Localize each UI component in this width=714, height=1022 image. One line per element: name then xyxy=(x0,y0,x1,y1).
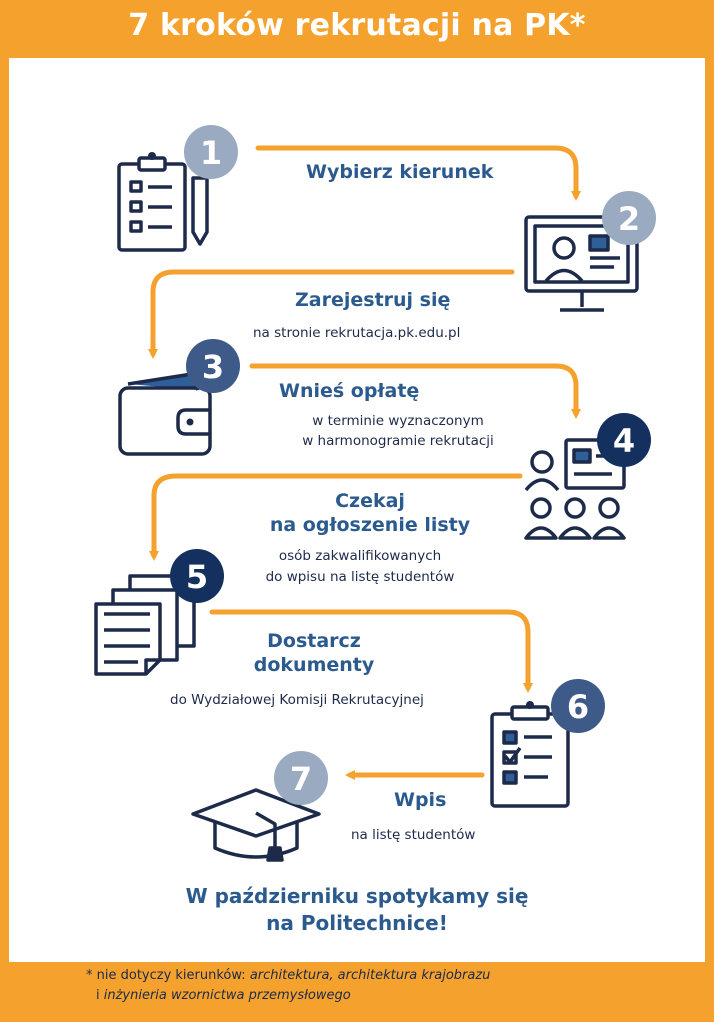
step-5-heading-line1: Dostarcz xyxy=(267,630,361,652)
step-badge-3: 3 xyxy=(186,339,240,393)
documents-icon xyxy=(94,574,196,676)
arrow-4-5 xyxy=(149,473,523,561)
step-1-heading: Wybierz kierunek xyxy=(306,161,494,183)
closing-line-2: na Politechnice! xyxy=(266,911,448,935)
wallet-icon xyxy=(118,372,212,456)
step-3-detail-line1: w terminie wyznaczonym xyxy=(312,413,484,429)
footnote-line-1: * nie dotyczy kierunków: architektura, a… xyxy=(86,966,686,986)
step-badge-7: 7 xyxy=(274,751,328,805)
footnote-item-1: architektura, architektura krajobrazu xyxy=(249,968,491,983)
step-badge-1: 1 xyxy=(184,125,238,179)
arrow-2-3 xyxy=(148,269,515,359)
footnote-item-2: inżynieria wzornictwa przemysłowego xyxy=(103,988,351,1003)
step-badge-5: 5 xyxy=(170,549,224,603)
checklist-icon xyxy=(490,701,570,808)
computer-user-icon xyxy=(524,215,639,312)
footnote-star: * nie dotyczy kierunków: xyxy=(86,968,250,983)
closing-line-1: W październiku spotykamy się xyxy=(185,884,529,908)
page-title: 7 kroków rekrutacji na PK* xyxy=(128,8,586,43)
step-4-detail-line2: do wpisu na listę studentów xyxy=(265,569,455,585)
arrow-1-2 xyxy=(255,145,581,201)
svg-text:7: 7 xyxy=(290,760,312,798)
step-3-detail-line2: w harmonogramie rekrutacji xyxy=(302,433,494,449)
footnote-conj: i xyxy=(96,988,104,1003)
step-3-heading: Wnieś opłatę xyxy=(279,380,420,402)
step-badge-6: 6 xyxy=(551,679,605,733)
step-4-detail-line1: osób zakwalifikowanych xyxy=(278,548,442,564)
svg-text:2: 2 xyxy=(618,200,640,238)
arrow-3-4 xyxy=(249,363,581,419)
step-2-detail: na stronie rekrutacja.pk.edu.pl xyxy=(253,325,461,341)
svg-text:6: 6 xyxy=(567,688,589,726)
footnote: * nie dotyczy kierunków: architektura, a… xyxy=(86,966,686,1006)
step-badge-4: 4 xyxy=(597,413,651,467)
footnote-line-2: i inżynieria wzornictwa przemysłowego xyxy=(86,986,686,1006)
step-5-detail: do Wydziałowej Komisji Rekrutacyjnej xyxy=(170,692,424,708)
arrow-5-6 xyxy=(209,609,533,693)
svg-text:1: 1 xyxy=(200,134,222,172)
graduation-cap-icon xyxy=(191,788,321,862)
step-4-heading-line1: Czekaj xyxy=(335,490,405,512)
svg-text:4: 4 xyxy=(613,422,635,460)
svg-text:5: 5 xyxy=(186,558,208,596)
step-5-heading-line2: dokumenty xyxy=(253,654,375,676)
step-4-heading-line2: na ogłoszenie listy xyxy=(269,514,471,536)
step-2-heading: Zarejestruj się xyxy=(295,289,451,311)
svg-text:3: 3 xyxy=(202,348,224,386)
step-7-detail: na listę studentów xyxy=(351,827,476,843)
step-badge-2: 2 xyxy=(602,191,656,245)
step-7-heading: Wpis xyxy=(394,789,447,811)
